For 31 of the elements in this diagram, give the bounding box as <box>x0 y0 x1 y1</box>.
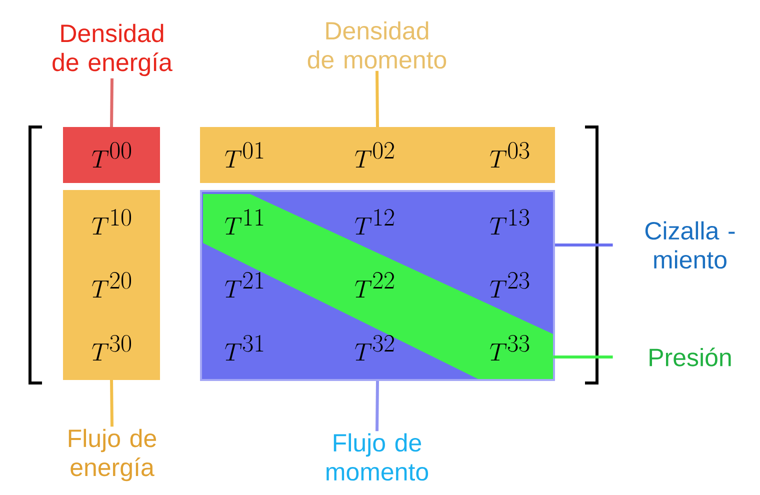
tensor-component: $T^{12}$ <box>355 209 394 235</box>
annotation-label: Presión <box>650 348 731 366</box>
matrix-block <box>200 127 555 183</box>
leader-line <box>555 244 613 246</box>
tensor-component: $T^{21}$ <box>225 272 264 298</box>
tensor-component: $T^{01}$ <box>225 142 264 168</box>
matrix-block <box>63 127 160 183</box>
tensor-component: $T^{23}$ <box>490 272 530 298</box>
tensor-component: $T^{30}$ <box>92 335 132 361</box>
tensor-component: $T^{22}$ <box>355 272 394 298</box>
tensor-component: $T^{11}$ <box>225 209 264 235</box>
tensor-component: $T^{10}$ <box>92 209 132 235</box>
annotation-label: Cizalla - miento <box>645 221 735 269</box>
leader-line <box>553 355 613 358</box>
matrix-block <box>63 190 160 380</box>
tensor-component: $T^{13}$ <box>490 209 530 235</box>
annotation-label: Flujo de momento <box>326 433 428 481</box>
annotation-label: Densidad de energía <box>52 24 172 76</box>
tensor-component: $T^{33}$ <box>490 335 530 361</box>
tensor-component: $T^{31}$ <box>225 335 264 361</box>
leader-line <box>376 380 379 432</box>
leader-line <box>110 78 114 127</box>
tensor-component: $T^{03}$ <box>490 142 530 168</box>
annotation-label: Flujo de energía <box>68 428 156 482</box>
leader-line <box>376 70 379 127</box>
tensor-component: $T^{20}$ <box>92 272 132 298</box>
leader-line <box>110 380 114 427</box>
annotation-label: Densidad de momento <box>308 21 446 69</box>
tensor-component: $T^{32}$ <box>355 335 394 361</box>
tensor-component: $T^{00}$ <box>92 142 132 168</box>
tensor-component: $T^{02}$ <box>355 142 394 168</box>
